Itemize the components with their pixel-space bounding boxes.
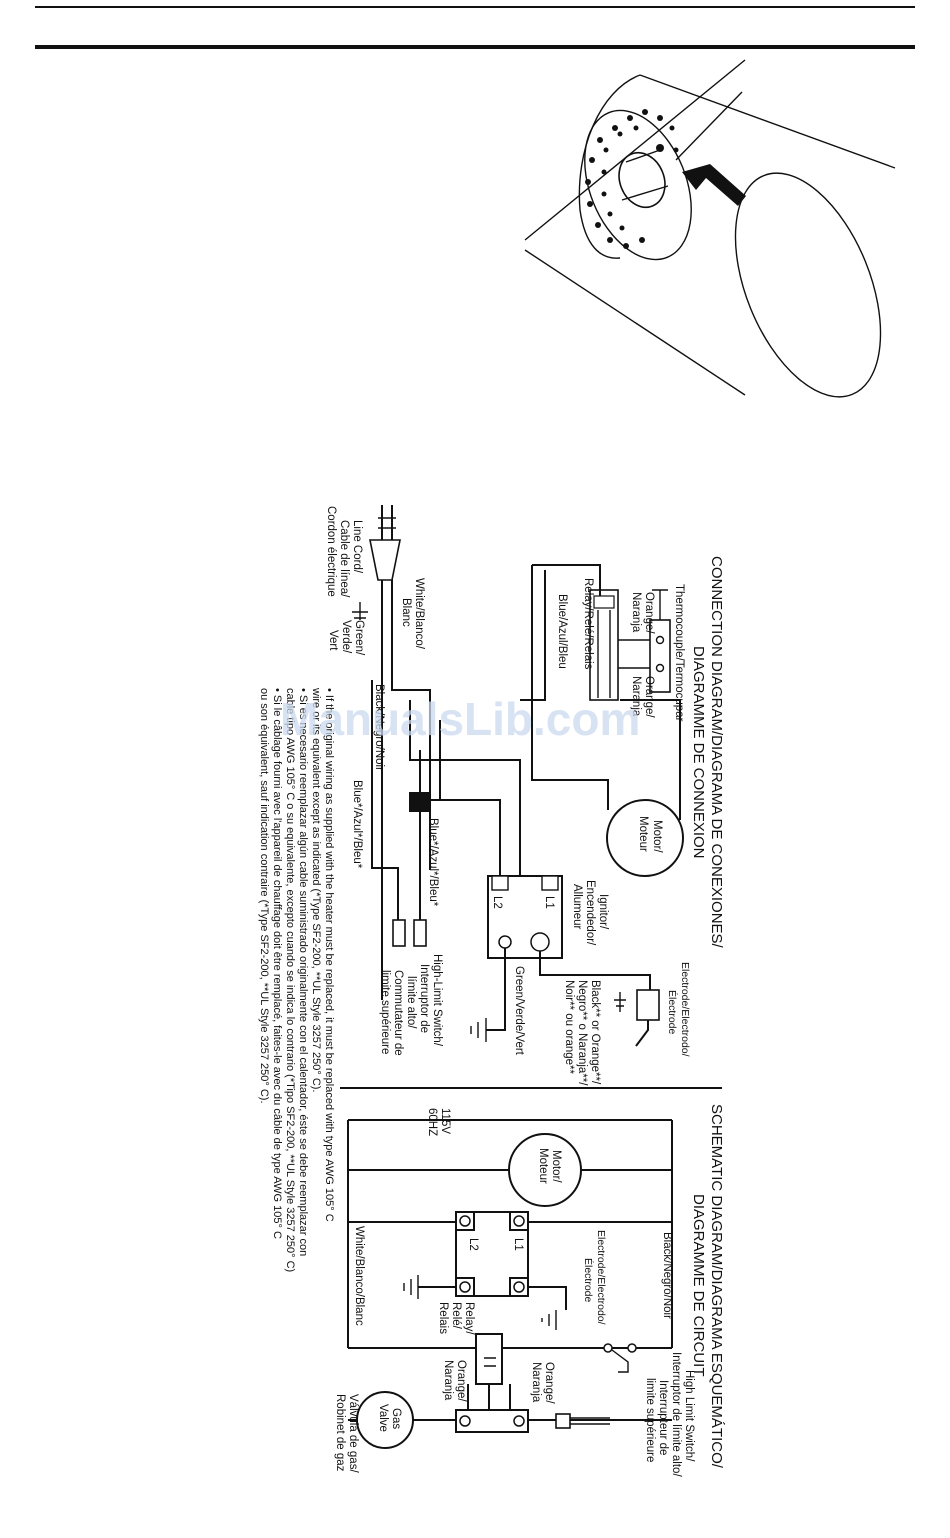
connection-title-2: DIAGRAMME DE CONNEXION: [690, 646, 707, 859]
schematic-diagram: SCHEMATIC DIAGRAM/DIAGRAMA ESQUEMÁTICO/ …: [334, 1104, 725, 1477]
schematic-relay-label-2: Relé/: [450, 1302, 462, 1330]
black-label: Black/Negro/Noir: [373, 684, 385, 771]
note-line-3: • Si es necesario reemplazar algún cable…: [297, 688, 309, 1256]
black-orange-label-2: Negro** o Naranja**/: [576, 980, 588, 1086]
high-limit-label-1: High-Limit Switch/: [431, 954, 443, 1047]
voltage-label: 115V: [439, 1108, 451, 1134]
ignitor-label-2: Encendedor/: [584, 880, 596, 946]
schematic-ground-icon-2: [541, 1310, 557, 1330]
green-label-1: Green/: [353, 620, 365, 656]
plug-icon: [369, 539, 401, 581]
ignitor-label-1: Ignitor/: [597, 894, 609, 930]
motor-symbol: [606, 799, 684, 877]
schematic-relay-label-3: Relais: [437, 1302, 449, 1334]
wiring-notes: • If the original wiring as supplied wit…: [258, 687, 335, 1272]
top-rule-thin: [35, 6, 915, 8]
ground-icon-1: [352, 602, 368, 620]
blue-star-label-1: Blue*/Azul*/Bleu*: [351, 780, 363, 869]
schematic-ground-icon-1: [403, 1275, 419, 1299]
schematic-naranja-label-1: Naranja: [530, 1362, 542, 1403]
white-label-1: White/Blanco/: [413, 578, 425, 650]
schematic-motor-label-2: Moteur: [537, 1148, 549, 1184]
wire-junction: [409, 792, 429, 812]
motor-label-1: Motor/: [651, 820, 663, 853]
note-line-4: cable tipo AWG 105° C o su equivalente, …: [284, 688, 296, 1272]
note-line-2: wire or its equivalent except as indicat…: [310, 687, 322, 1092]
high-limit-label-4: Commutateur de: [392, 970, 404, 1056]
relay-label: Relay/Relé/Relais: [582, 578, 594, 670]
gas-valve-label-2: Valve: [377, 1404, 389, 1432]
schematic-motor-symbol: [508, 1133, 582, 1207]
high-limit-label-5: limite supérieure: [379, 970, 391, 1054]
ignitor-l2-label: L2: [491, 896, 503, 909]
hz-label: 60HZ: [426, 1108, 438, 1136]
burner-drum-illustration: [524, 59, 896, 398]
ground-icon-2: [614, 992, 626, 1012]
schematic-high-limit-label-3: Interrupteur de: [657, 1380, 669, 1455]
note-line-1: • If the original wiring as supplied wit…: [323, 688, 335, 1222]
line-cord-label-2: Cable de línea/: [338, 520, 350, 598]
high-limit-connector-1: [392, 919, 406, 947]
high-limit-switch-contact-1: [603, 1343, 613, 1353]
gas-valve-label-1: Gas: [390, 1408, 402, 1429]
schematic-black-label: Black/Negro/Noir: [661, 1232, 673, 1319]
schematic-relay-contact: [475, 1333, 503, 1385]
schematic-l2-label: L2: [467, 1238, 479, 1251]
schematic-white-label: White/Blanco/Blanc: [353, 1226, 365, 1326]
green-label-3: Vert: [327, 630, 339, 651]
electrode-symbol: [636, 989, 660, 1021]
schematic-title-1: SCHEMATIC DIAGRAM/DIAGRAMA ESQUEMÁTICO/: [708, 1104, 725, 1469]
blue-label: Blue/Azul/Bleu: [556, 594, 568, 669]
ignitor-l1-label: L1: [543, 896, 555, 909]
gas-valve-symbol: [356, 1391, 414, 1449]
schematic-thermocouple-tip: [555, 1413, 571, 1429]
orange-label-1: Orange/: [643, 592, 655, 634]
high-limit-connector-2: [413, 919, 427, 947]
naranja-label-1: Naranja: [630, 592, 642, 633]
black-orange-label-3: Noir** ou orange**: [563, 980, 575, 1075]
gas-valve-caption-2: Robinet de gaz: [334, 1394, 346, 1472]
watermark: ManualsLib.com: [280, 693, 640, 745]
ground-icon-3: [470, 1018, 487, 1042]
schematic-high-limit-label-1: High Limit Switch/: [683, 1370, 695, 1462]
black-orange-label-1: Black** or Orange**/: [589, 980, 601, 1085]
schematic-naranja-label-2: Naranja: [442, 1360, 454, 1401]
schematic-high-limit-label-2: Interruptor de límite alto/: [670, 1352, 682, 1477]
white-label-2: Blanc: [400, 598, 412, 627]
high-limit-switch-contact-2: [627, 1343, 637, 1353]
gas-valve-caption-1: Válvula de gas/: [347, 1394, 359, 1473]
note-line-5: • Si le câblage fourni avec l'appareil d…: [271, 688, 283, 1239]
high-limit-label-3: límite alto/: [405, 976, 417, 1029]
orange-label-2: Orange/: [643, 676, 655, 718]
top-rule-thick: [35, 45, 915, 49]
schematic-electrode-label-2: Électrode: [582, 1258, 595, 1303]
line-cord-label-1: Line Cord/: [351, 520, 363, 574]
green-label-2: Verde/: [340, 620, 352, 654]
motor-label-2: Moteur: [637, 816, 649, 852]
green-vert-label: Green/Verde/Vert: [513, 966, 525, 1056]
ignitor-label-3: Allumeur: [571, 884, 583, 930]
electrode-label-2: Électrode: [666, 990, 679, 1035]
schematic-l1-label: L1: [512, 1238, 524, 1251]
schematic-title-2: DIAGRAMME DE CIRCUIT: [690, 1194, 707, 1377]
connection-diagram: CONNECTION DIAGRAM/DIAGRAMA DE CONEXIONE…: [325, 505, 725, 1086]
high-limit-label-2: Interruptor de: [418, 964, 430, 1033]
thermocouple-block: [455, 1409, 529, 1433]
note-line-6: ou son équivalent, sauf indication contr…: [258, 688, 270, 1104]
schematic-electrode-label-1: Electrode/Electrodo/: [595, 1230, 607, 1325]
line-cord-label-3: Cordon électrique: [325, 506, 337, 597]
schematic-orange-label-2: Orange/: [455, 1360, 467, 1402]
connection-title-1: CONNECTION DIAGRAM/DIAGRAMA DE CONEXIONE…: [708, 556, 725, 949]
schematic-motor-label-1: Motor/: [550, 1150, 562, 1183]
electrode-label-1: Electrode/Electrodo/: [679, 962, 691, 1057]
naranja-label-2: Naranja: [630, 676, 642, 717]
schematic-relay-label-1: Relay/: [463, 1302, 475, 1335]
blue-star-label-2: Blue*/Azul*/Bleu*: [427, 818, 439, 907]
thermocouple-label: Thermocouple/Termocupar: [673, 584, 685, 722]
schematic-orange-label-1: Orange/: [543, 1362, 555, 1404]
